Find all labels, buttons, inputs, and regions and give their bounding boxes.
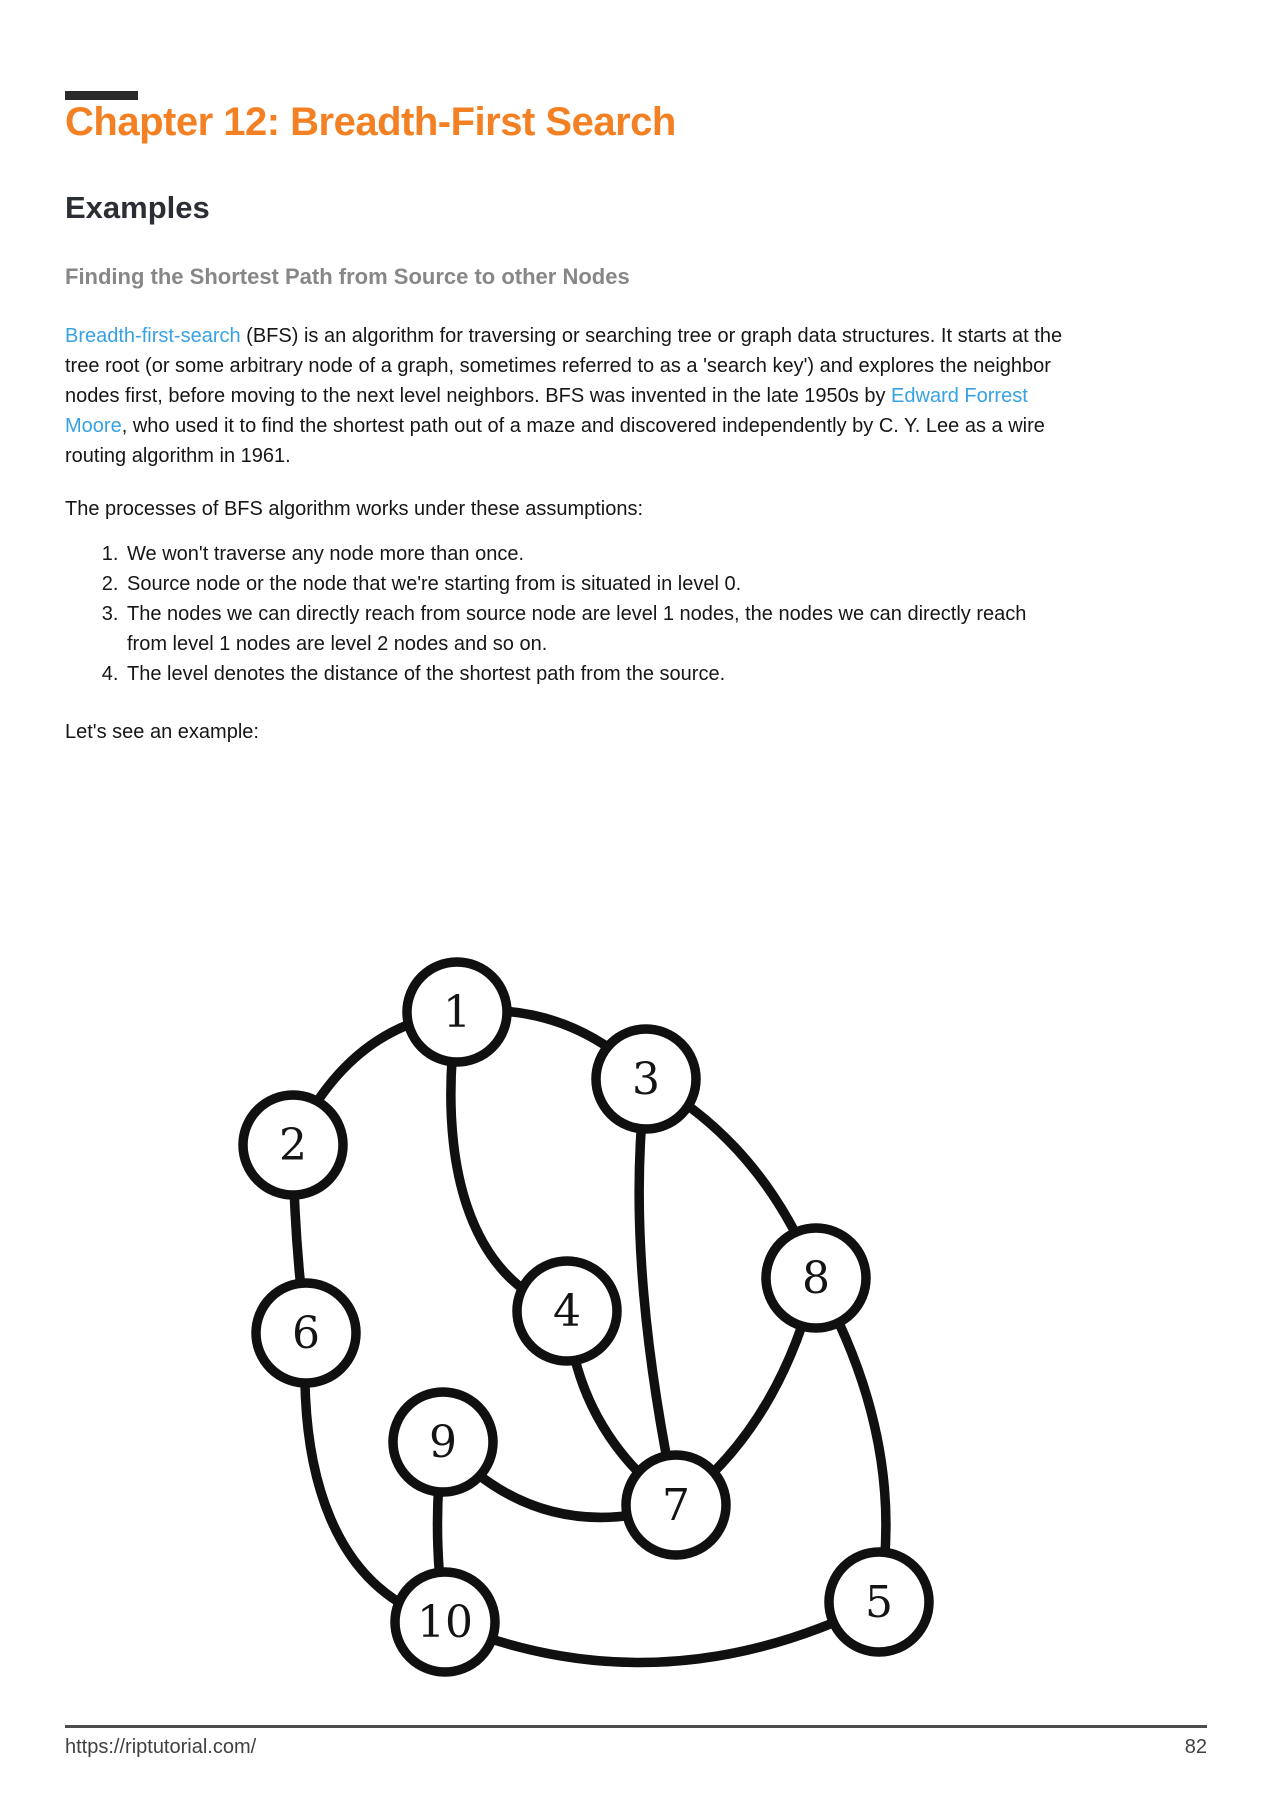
graph-node-2: 2 bbox=[238, 1090, 348, 1200]
graph-node-8: 8 bbox=[761, 1223, 871, 1333]
graph-node-label-6: 6 bbox=[292, 1308, 320, 1359]
graph-edge-1-3 bbox=[452, 1005, 651, 1084]
graph-node-label-2: 2 bbox=[279, 1120, 307, 1171]
graph-edge-1-4 bbox=[446, 1007, 572, 1316]
chapter-accent-bar bbox=[65, 91, 138, 100]
graph-node-label-8: 8 bbox=[802, 1253, 830, 1304]
graph-node-label-4: 4 bbox=[553, 1286, 581, 1337]
intro-text-1: (BFS) is an algorithm for traversing or … bbox=[65, 325, 1063, 407]
graph-node-circle-9 bbox=[388, 1387, 498, 1497]
graph-node-circle-4 bbox=[512, 1256, 622, 1366]
graph-edge-10-5 bbox=[440, 1597, 884, 1668]
graph-node-circle-7 bbox=[621, 1450, 731, 1560]
edward-forrest-moore-link[interactable]: Edward Forrest Moore bbox=[65, 385, 1028, 437]
assumption-item-3: The nodes we can directly reach from sou… bbox=[124, 599, 1064, 659]
footer-divider bbox=[65, 1725, 1207, 1728]
graph-node-10: 10 bbox=[390, 1567, 500, 1677]
assumptions-lead: The processes of BFS algorithm works und… bbox=[65, 498, 644, 520]
graph-node-circle-2 bbox=[238, 1090, 348, 1200]
graph-node-label-7: 7 bbox=[662, 1480, 690, 1531]
graph-node-circle-10 bbox=[390, 1567, 500, 1677]
graph-node-circle-1 bbox=[402, 957, 512, 1067]
graph-edge-1-2 bbox=[288, 1007, 462, 1150]
graph-edge-3-7 bbox=[634, 1074, 681, 1510]
chapter-title: Chapter 12: Breadth-First Search bbox=[65, 100, 676, 144]
graph-node-label-3: 3 bbox=[632, 1054, 660, 1105]
graph-node-3: 3 bbox=[591, 1024, 701, 1134]
assumption-item-1: We won't traverse any node more than onc… bbox=[124, 539, 1064, 569]
graph-edge-9-10 bbox=[432, 1437, 450, 1627]
graph-edge-2-6 bbox=[288, 1140, 311, 1338]
graph-node-5: 5 bbox=[824, 1547, 934, 1657]
graph-edge-8-7 bbox=[671, 1273, 821, 1510]
intro-paragraph: Breadth-first-search (BFS) is an algorit… bbox=[65, 321, 1065, 471]
subsection-heading: Finding the Shortest Path from Source to… bbox=[65, 264, 630, 289]
graph-edge-4-7 bbox=[562, 1306, 681, 1510]
footer-url: https://riptutorial.com/ bbox=[65, 1736, 257, 1758]
graph-node-circle-6 bbox=[251, 1278, 361, 1388]
section-heading-examples: Examples bbox=[65, 190, 210, 225]
graph-node-1: 1 bbox=[402, 957, 512, 1067]
assumption-item-2: Source node or the node that we're start… bbox=[124, 569, 1064, 599]
graph-node-label-5: 5 bbox=[865, 1577, 893, 1628]
graph-edge-9-7 bbox=[438, 1437, 681, 1523]
graph-node-label-1: 1 bbox=[443, 987, 471, 1038]
graph-edge-6-10 bbox=[300, 1328, 450, 1627]
breadth-first-search-link[interactable]: Breadth-first-search bbox=[65, 325, 241, 347]
graph-node-circle-8 bbox=[761, 1223, 871, 1333]
graph-node-6: 6 bbox=[251, 1278, 361, 1388]
assumption-item-4: The level denotes the distance of the sh… bbox=[124, 659, 1064, 689]
graph-node-circle-3 bbox=[591, 1024, 701, 1134]
graph-edge-3-8 bbox=[641, 1074, 821, 1283]
graph-edge-8-5 bbox=[811, 1273, 891, 1607]
graph-node-9: 9 bbox=[388, 1387, 498, 1497]
example-lead: Let's see an example: bbox=[65, 721, 259, 743]
graph-node-circle-5 bbox=[824, 1547, 934, 1657]
graph-node-4: 4 bbox=[512, 1256, 622, 1366]
intro-text-2: , who used it to find the shortest path … bbox=[65, 415, 1045, 467]
graph-node-label-9: 9 bbox=[429, 1417, 457, 1468]
footer-page-number: 82 bbox=[1184, 1736, 1207, 1758]
graph-node-7: 7 bbox=[621, 1450, 731, 1560]
graph-node-label-10: 10 bbox=[417, 1597, 473, 1648]
assumptions-list: We won't traverse any node more than onc… bbox=[65, 539, 1064, 689]
